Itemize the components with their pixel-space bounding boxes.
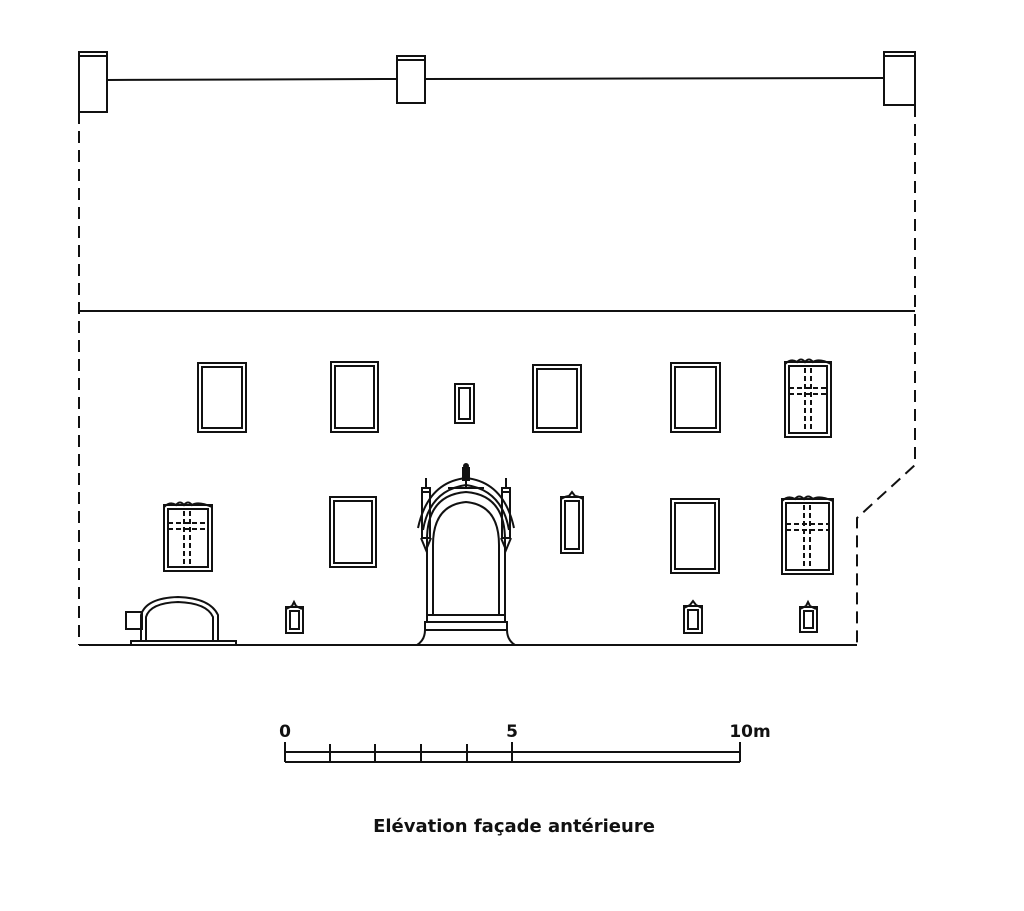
basement-vents — [285, 599, 818, 634]
narrow-window — [560, 490, 584, 554]
window — [197, 362, 247, 433]
right-wall-outline — [856, 105, 916, 645]
chimney-left — [78, 51, 108, 113]
cross-window — [784, 358, 832, 438]
scale-label-5: 5 — [506, 722, 518, 742]
window — [670, 498, 720, 574]
scale-bar: 0 5 10m — [279, 722, 771, 763]
small-window — [454, 383, 475, 424]
lower-windows — [163, 490, 834, 575]
cross-window — [781, 495, 834, 575]
chimney-center — [396, 55, 426, 104]
gothic-portal — [416, 463, 516, 646]
roof-ridge-line — [424, 77, 885, 80]
window — [330, 361, 379, 433]
roof-ridge-line — [106, 78, 398, 81]
scale-label-0: 0 — [279, 722, 291, 742]
scale-label-10m: 10m — [729, 722, 770, 742]
cross-window — [163, 501, 213, 572]
window — [329, 496, 377, 568]
upper-windows — [197, 358, 832, 438]
window — [532, 364, 582, 433]
drawing-caption: Elévation façade antérieure — [373, 816, 655, 837]
chimney-right — [883, 51, 916, 106]
window — [670, 362, 721, 433]
cellar-door — [125, 595, 237, 646]
